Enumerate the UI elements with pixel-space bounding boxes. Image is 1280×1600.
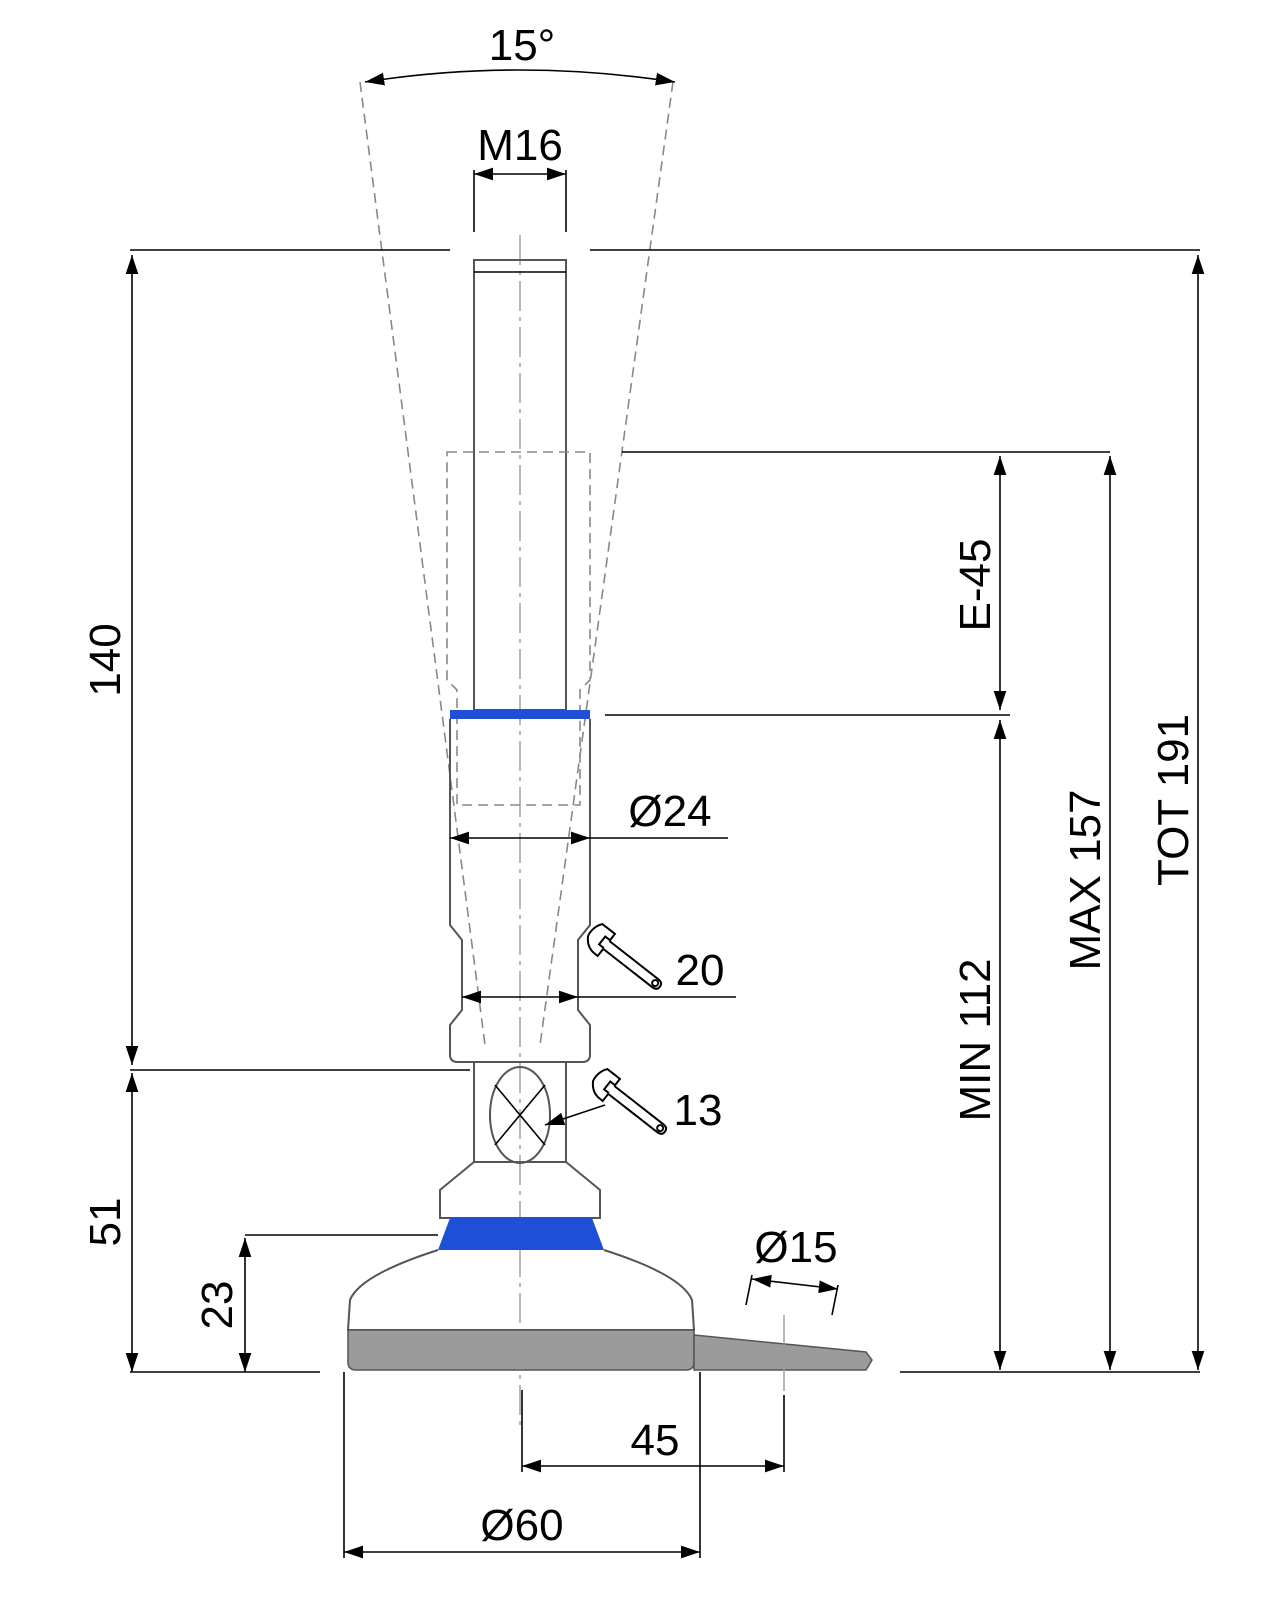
stroke-label: E-45	[951, 539, 1000, 632]
part-outline	[346, 81, 873, 1425]
stem-height-label: 140	[81, 623, 130, 696]
wrench-nut-label: 13	[674, 1086, 723, 1135]
hole-offset-label: 45	[631, 1416, 680, 1465]
wrench-icon	[591, 1067, 668, 1135]
dimension-lines	[125, 69, 1205, 1559]
thread-label: M16	[477, 121, 563, 170]
tilt-angle-label: 15°	[489, 21, 556, 70]
pad-height-label: 23	[193, 1281, 242, 1330]
total-height-label: TOT 191	[1149, 714, 1198, 886]
wrench-body-label: 20	[676, 946, 725, 995]
blue-ring-top	[450, 710, 590, 719]
min-height-label: MIN 112	[951, 958, 1000, 1121]
wrench-icon	[586, 922, 663, 990]
dimension-labels: 15° M16 Ø24 20 13 Ø15 45 Ø60 140 51 23 E…	[81, 21, 1198, 1550]
hole-diameter-label: Ø15	[754, 1223, 837, 1272]
body-diameter-label: Ø24	[628, 787, 711, 836]
fixing-tab	[693, 1334, 873, 1371]
max-height-label: MAX 157	[1061, 790, 1110, 971]
blue-ring-base	[438, 1218, 604, 1250]
base-height-label: 51	[81, 1198, 130, 1247]
rubber-pad	[347, 1329, 695, 1371]
base-diameter-label: Ø60	[480, 1501, 563, 1550]
